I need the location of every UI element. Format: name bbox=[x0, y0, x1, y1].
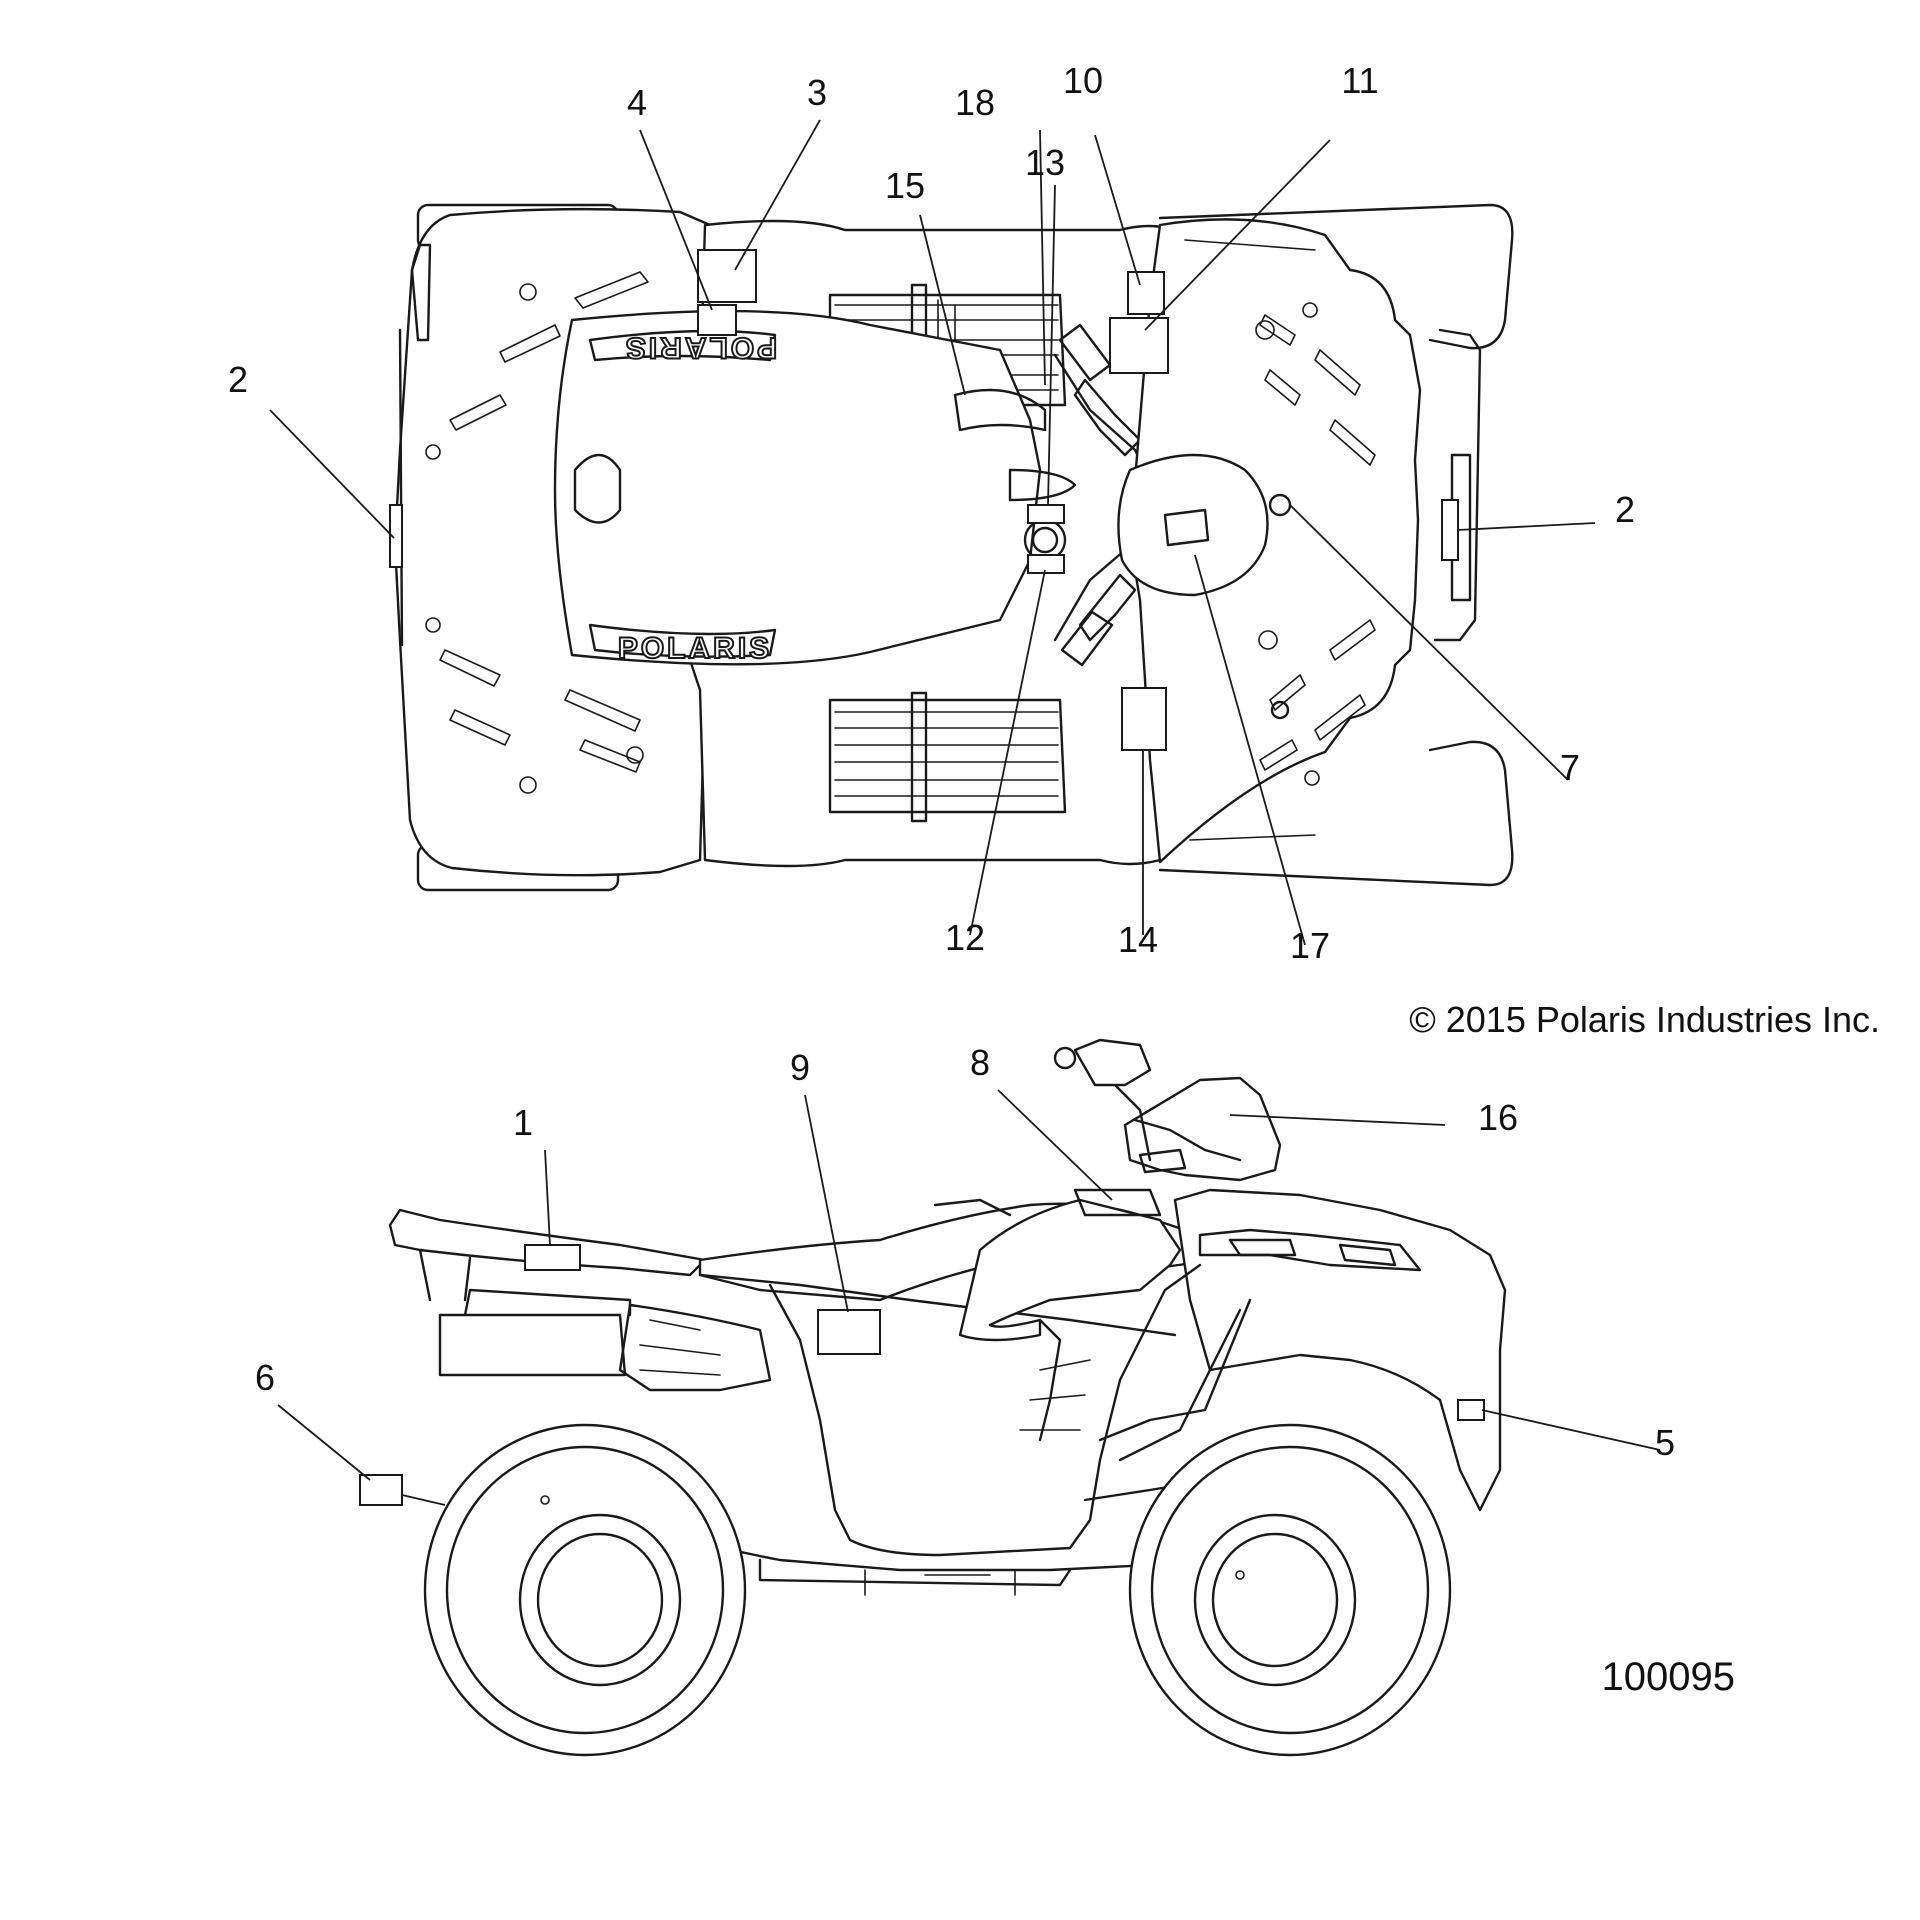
decal-13 bbox=[1027, 504, 1065, 524]
decal-4 bbox=[697, 304, 737, 336]
callout-14: 14 bbox=[1118, 919, 1158, 960]
decal-1 bbox=[524, 1244, 581, 1271]
svg-text:POLARIS: POLARIS bbox=[618, 632, 772, 665]
decal-3 bbox=[697, 249, 757, 303]
copyright-notice: © 2015 Polaris Industries Inc. bbox=[1409, 999, 1880, 1040]
leader-lines bbox=[269, 119, 1661, 1506]
callout-labels: 2 2 3 4 18 13 15 10 11 12 14 17 7 1 9 8 … bbox=[228, 60, 1675, 1463]
figure-number: 100095 bbox=[1602, 1655, 1735, 1699]
callout-1: 1 bbox=[513, 1102, 533, 1143]
decal-5 bbox=[1457, 1399, 1485, 1421]
callout-12: 12 bbox=[945, 917, 985, 958]
callout-8: 8 bbox=[970, 1042, 990, 1083]
callout-6: 6 bbox=[255, 1357, 275, 1398]
callout-11: 11 bbox=[1341, 60, 1378, 101]
brand-logo-lower: POLARIS bbox=[617, 631, 772, 666]
decal-11 bbox=[1109, 317, 1169, 374]
callout-7: 7 bbox=[1560, 747, 1580, 788]
callout-4: 4 bbox=[627, 82, 647, 123]
decal-10 bbox=[1127, 271, 1165, 315]
callout-13: 13 bbox=[1025, 142, 1065, 183]
decal-14 bbox=[1121, 687, 1167, 751]
callout-5: 5 bbox=[1655, 1422, 1675, 1463]
decal-9 bbox=[817, 1309, 881, 1355]
atv-side-view bbox=[359, 1038, 1507, 1757]
callout-9: 9 bbox=[790, 1047, 810, 1088]
callout-16: 16 bbox=[1478, 1097, 1518, 1138]
callout-15: 15 bbox=[885, 165, 925, 206]
atv-top-view: POLARIS POLARIS bbox=[389, 203, 1514, 892]
callout-10: 10 bbox=[1063, 60, 1103, 101]
callout-2-rear: 2 bbox=[228, 359, 248, 400]
callout-17: 17 bbox=[1290, 925, 1330, 966]
callout-3: 3 bbox=[807, 72, 827, 113]
decal-2-front bbox=[1441, 499, 1459, 561]
decal-12 bbox=[1027, 554, 1065, 574]
callout-2-front: 2 bbox=[1615, 489, 1635, 530]
decal-2-rear bbox=[389, 504, 403, 568]
decal-6 bbox=[359, 1474, 403, 1506]
callout-18: 18 bbox=[955, 82, 995, 123]
